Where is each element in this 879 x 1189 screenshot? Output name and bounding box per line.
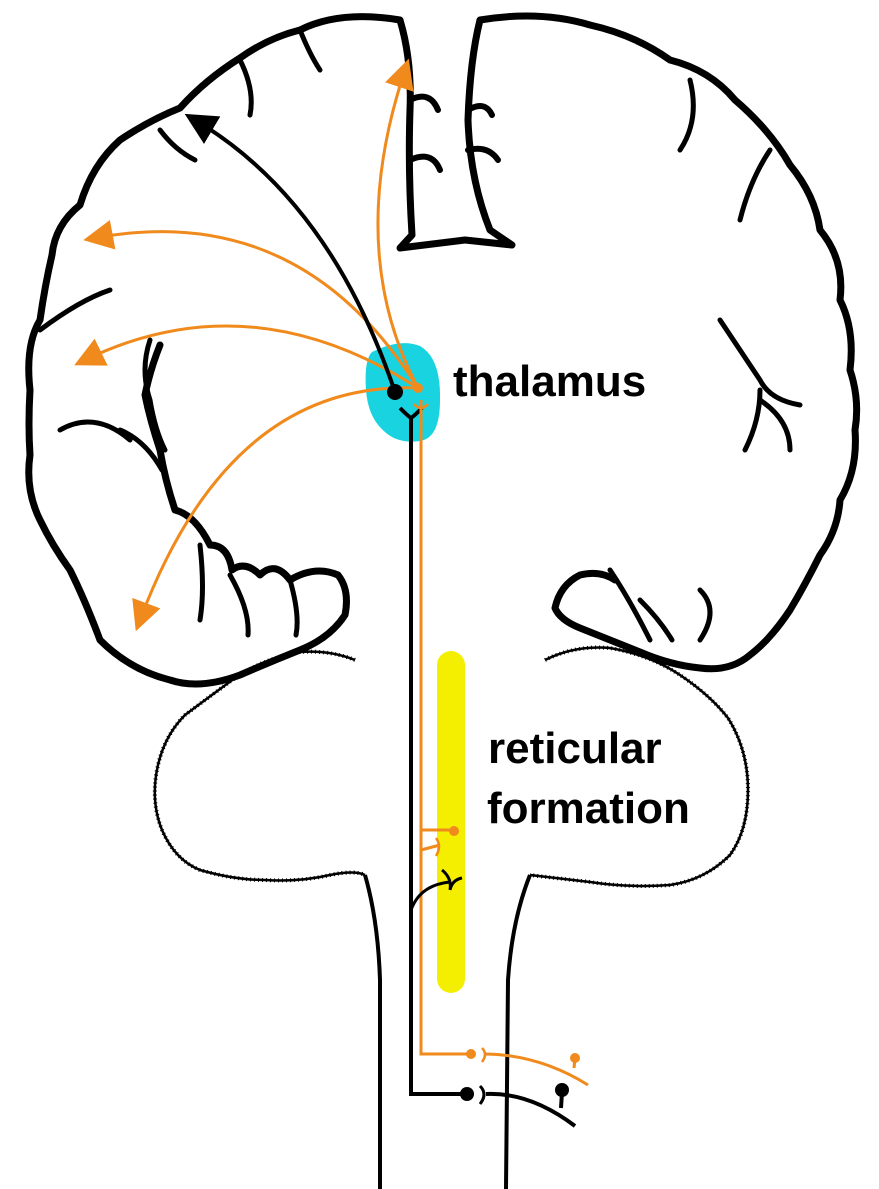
longitudinal-fissure [400, 20, 512, 248]
black-spinal-neuron-end [460, 1087, 474, 1101]
black-projection [195, 120, 395, 392]
reticular-formation-label-line1: reticular [488, 727, 662, 771]
thalamus-black-neuron [387, 384, 403, 400]
orange-projection-lower-left [140, 388, 418, 620]
reticular-formation-highlight [437, 651, 465, 993]
orange-spinal-synapse [482, 1048, 485, 1062]
orange-rf-neuron [449, 826, 459, 836]
black-spinal-soma [555, 1083, 569, 1097]
reticular-formation-label-line2: formation [487, 787, 690, 831]
brainstem-left-wall [365, 875, 380, 1189]
left-sulci [40, 30, 320, 635]
right-hemisphere-outline [480, 16, 857, 669]
fissure-branches [410, 97, 498, 170]
thalamus-label: thalamus [453, 360, 646, 404]
orange-projections [85, 70, 418, 620]
orange-spinal-neuron-end [466, 1049, 476, 1059]
orange-spinal-soma [570, 1053, 580, 1063]
brainstem-right-wall [506, 875, 530, 1189]
thalamus-orange-neuron [413, 383, 423, 393]
black-spinal-synapse [480, 1086, 484, 1104]
